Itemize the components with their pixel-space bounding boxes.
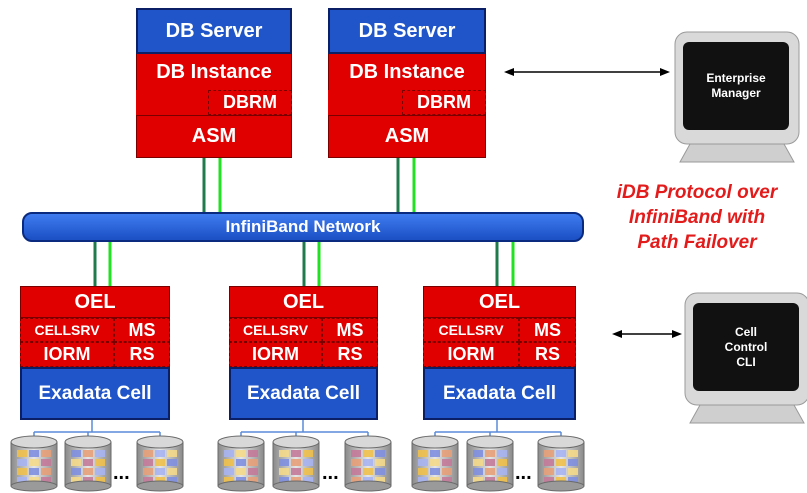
disk-icon	[537, 435, 585, 492]
db-instance-label: DB Instance	[328, 54, 486, 90]
cli-arrow	[612, 330, 682, 338]
db-instance-fill	[136, 90, 208, 115]
cellsrv-label: CELLSRV	[20, 318, 114, 342]
disk-ellipsis-2: ...	[322, 462, 339, 484]
exadata-cell-label: Exadata Cell	[423, 367, 576, 420]
em-arrow	[504, 68, 670, 76]
iorm-label: IORM	[229, 342, 322, 367]
protocol-line-3: Path Failover	[637, 232, 757, 253]
db-instance-fill	[328, 90, 402, 115]
db-instance-label: DB Instance	[136, 54, 292, 90]
exadata-cell-label: Exadata Cell	[20, 367, 170, 420]
rs-label: RS	[322, 342, 378, 367]
disk-icon	[466, 435, 514, 492]
oel-label: OEL	[20, 286, 170, 318]
cli-line-3: CLI	[736, 354, 756, 369]
infiniband-network-bar	[22, 212, 584, 242]
enterprise-manager-label: Enterprise Manager	[683, 42, 789, 130]
rs-label: RS	[114, 342, 170, 367]
db-server-1: DB Server DB Instance DBRM ASM	[136, 8, 292, 158]
cli-line-1: Cell	[734, 324, 757, 339]
exadata-cell-3: OEL CELLSRV MS IORM RS Exadata Cell	[423, 286, 576, 420]
exadata-cell-2: OEL CELLSRV MS IORM RS Exadata Cell	[229, 286, 378, 420]
iorm-label: IORM	[423, 342, 519, 367]
disk-icon	[136, 435, 184, 492]
dbrm-label: DBRM	[208, 90, 292, 115]
disk-icon	[64, 435, 112, 492]
infiniband-network-label: InfiniBand Network	[225, 217, 381, 236]
enterprise-manager-monitor	[674, 31, 800, 163]
oel-label: OEL	[229, 286, 378, 318]
rs-label: RS	[519, 342, 576, 367]
asm-label: ASM	[328, 115, 486, 158]
disk-icon	[217, 435, 265, 492]
protocol-line-1: iDB Protocol over	[616, 182, 778, 203]
disk-icon	[411, 435, 459, 492]
iorm-label: IORM	[20, 342, 114, 367]
disk-icon	[344, 435, 392, 492]
cellsrv-label: CELLSRV	[229, 318, 322, 342]
ms-label: MS	[519, 318, 576, 342]
disk-icon	[272, 435, 320, 492]
ms-label: MS	[114, 318, 170, 342]
cli-line-2: Control	[724, 339, 768, 354]
disk-ellipsis-3: ...	[515, 462, 532, 484]
cell-control-label: Cell Control CLI	[693, 303, 799, 391]
oel-label: OEL	[423, 286, 576, 318]
disk-ellipsis-1: ...	[113, 462, 130, 484]
dbrm-label: DBRM	[402, 90, 486, 115]
db-server-label: DB Server	[328, 8, 486, 54]
cellsrv-label: CELLSRV	[423, 318, 519, 342]
asm-label: ASM	[136, 115, 292, 158]
em-line-1: Enterprise	[706, 71, 766, 85]
protocol-annotation: iDB Protocol over InfiniBand with Path F…	[592, 180, 802, 255]
cell-control-monitor	[684, 292, 807, 424]
exadata-cell-1: OEL CELLSRV MS IORM RS Exadata Cell	[20, 286, 170, 420]
protocol-line-2: InfiniBand with	[628, 207, 766, 228]
ms-label: MS	[322, 318, 378, 342]
db-server-2: DB Server DB Instance DBRM ASM	[328, 8, 486, 158]
em-line-2: Manager	[711, 86, 761, 100]
exadata-cell-label: Exadata Cell	[229, 367, 378, 420]
db-server-label: DB Server	[136, 8, 292, 54]
disk-icon	[10, 435, 58, 492]
